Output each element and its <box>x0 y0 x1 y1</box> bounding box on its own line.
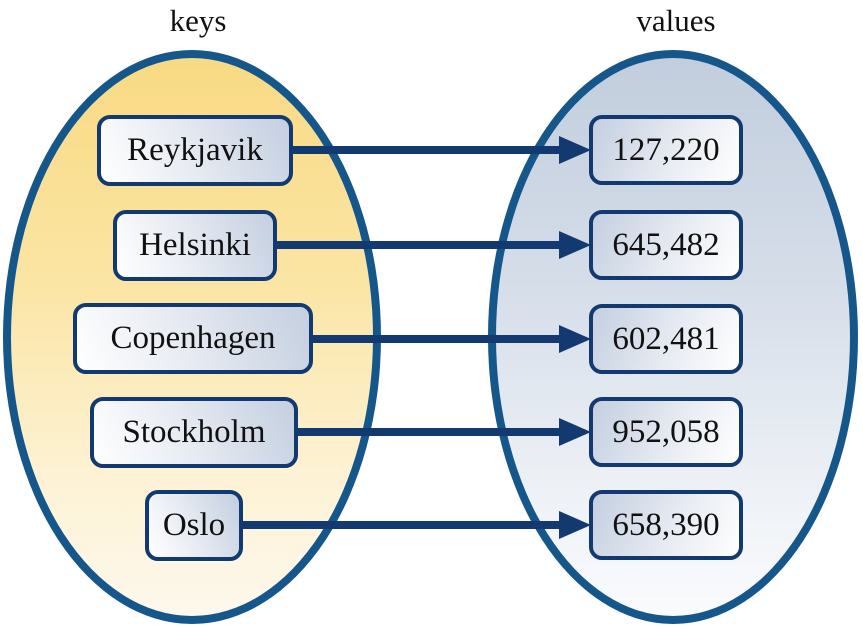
mapping-arrow <box>275 231 591 259</box>
value-box: 602,481 <box>589 304 743 374</box>
arrow-shaft <box>311 335 565 343</box>
mapping-arrow <box>241 511 591 539</box>
arrow-head-icon <box>559 325 591 353</box>
key-box: Helsinki <box>113 210 277 281</box>
mapping-arrow <box>296 418 591 446</box>
arrow-head-icon <box>559 231 591 259</box>
value-box: 127,220 <box>589 115 743 185</box>
key-box: Reykjavik <box>97 115 293 186</box>
value-box: 645,482 <box>589 210 743 280</box>
arrow-shaft <box>291 146 565 154</box>
key-box: Stockholm <box>90 397 298 468</box>
key-box: Copenhagen <box>73 303 313 374</box>
arrow-shaft <box>241 521 565 529</box>
mapping-arrow <box>291 136 591 164</box>
arrow-head-icon <box>559 418 591 446</box>
arrow-head-icon <box>559 511 591 539</box>
value-box: 952,058 <box>589 397 743 467</box>
keys-set-label: keys <box>169 3 227 38</box>
mapping-arrow <box>311 325 591 353</box>
arrow-shaft <box>275 241 565 249</box>
arrow-head-icon <box>559 136 591 164</box>
value-box: 658,390 <box>589 490 743 560</box>
arrow-shaft <box>296 428 565 436</box>
values-set-label: values <box>636 3 716 38</box>
key-box: Oslo <box>145 490 243 561</box>
